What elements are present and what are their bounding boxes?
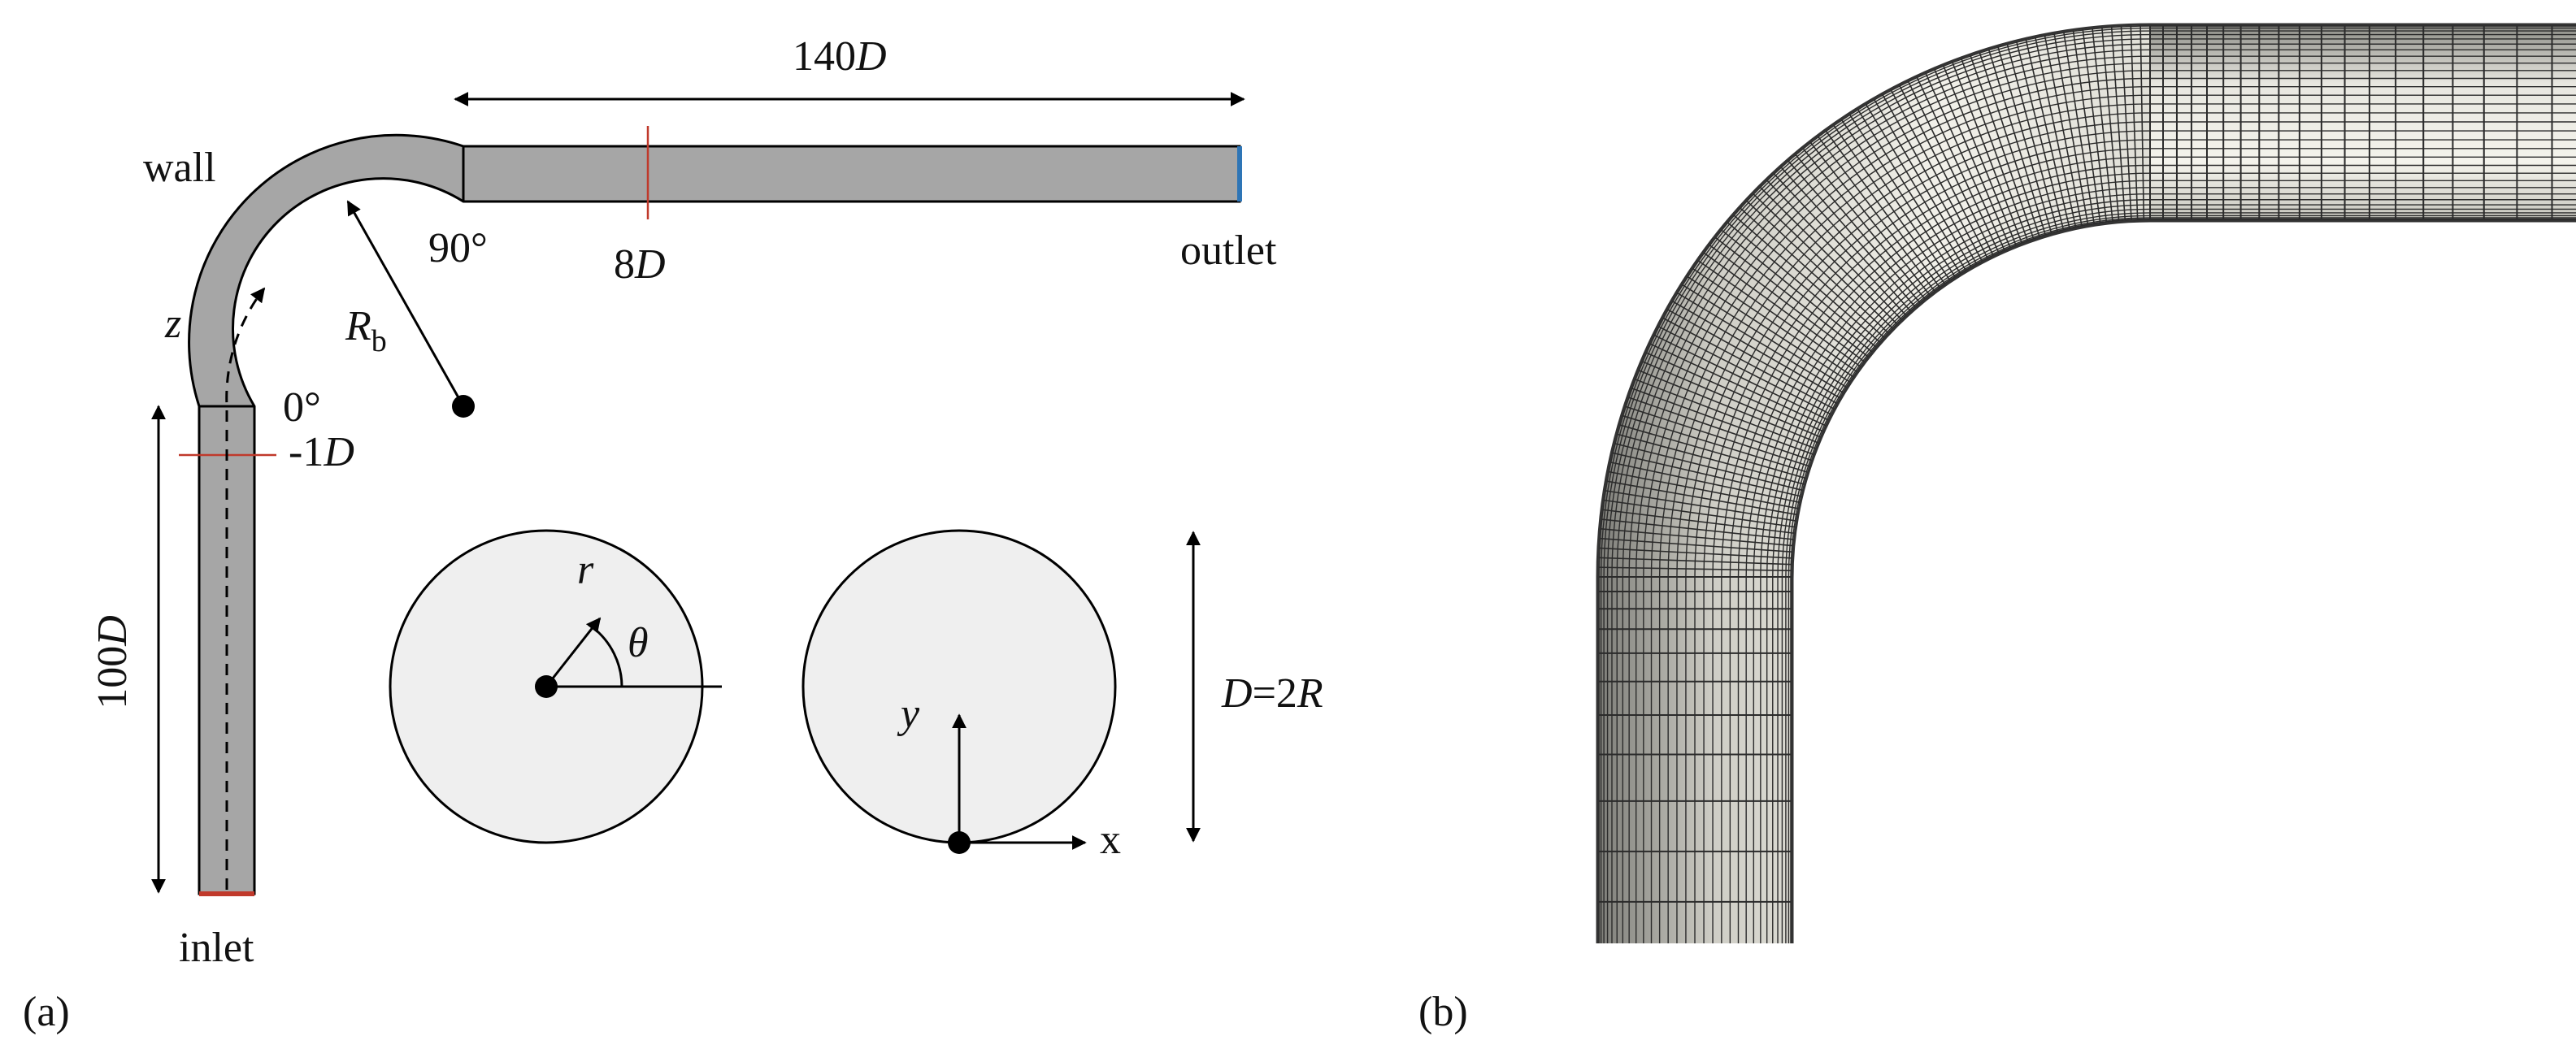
r-arrow [545,617,602,687]
label-x: x [1100,817,1121,863]
label-inlet: inlet [179,925,254,971]
panel-a: wall inlet outlet z Rb 90° 0° -1D 8D 140… [23,33,1323,1035]
panel-label-b: (b) [1418,989,1468,1035]
label-100d: 100D [89,615,136,709]
label-z: z [164,301,181,347]
cartesian-origin-dot [948,831,971,854]
pipe-body [188,133,1241,895]
theta-arc [592,626,623,687]
pipe-mesh [1597,24,2576,943]
pipe-mesh-outline [1596,23,2576,943]
label-r: r [577,547,594,593]
label-y: y [897,691,920,737]
label-140d: 140D [793,33,887,80]
centerline-z [225,287,266,890]
polar-origin-dot [535,675,558,698]
label-outlet: outlet [1180,228,1277,274]
label-diameter: D=2R [1221,670,1323,717]
label-0-degrees: 0° [283,384,321,431]
label-8d: 8D [614,241,666,288]
label-90-degrees: 90° [428,225,488,271]
panel-label-a: (a) [23,989,70,1035]
label-wall: wall [143,145,216,191]
label-minus-1d: -1D [289,429,354,475]
bend-center-dot [452,395,475,418]
panel-b: (b) [1418,23,2576,1035]
label-theta: θ [628,620,649,666]
label-rb: Rb [345,303,387,358]
radius-rb-arrow [346,200,465,407]
